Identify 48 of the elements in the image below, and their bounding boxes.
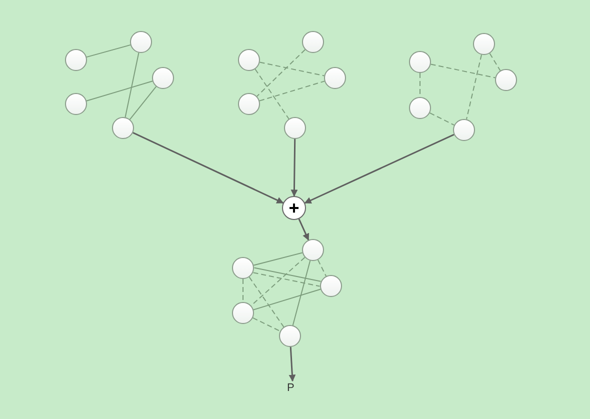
graph-node — [65, 93, 87, 115]
connector-line — [259, 80, 325, 102]
connector-line — [86, 44, 131, 58]
connector-line — [259, 62, 325, 76]
graph-node — [495, 69, 517, 91]
connector-line — [466, 54, 482, 120]
connector-line — [489, 52, 501, 72]
output-label: P — [285, 383, 296, 394]
graph-node — [232, 302, 254, 324]
connector-line — [86, 80, 153, 102]
graph-node — [409, 51, 431, 73]
arrow — [298, 218, 310, 241]
connector-line — [254, 68, 290, 120]
arrow — [288, 346, 296, 382]
connector-line — [252, 272, 320, 287]
graph-node — [279, 325, 301, 347]
graph-node — [238, 49, 260, 71]
graph-node — [232, 257, 254, 279]
connector-line — [129, 86, 157, 120]
connector-line — [254, 267, 322, 282]
graph-node — [284, 117, 306, 139]
graph-node — [302, 31, 324, 53]
graph-node — [473, 33, 495, 55]
graph-node — [112, 117, 134, 139]
arrow — [304, 134, 454, 204]
connector-line — [292, 260, 311, 326]
connector-line — [124, 52, 140, 118]
connector-line — [253, 252, 303, 266]
connector-line — [317, 259, 327, 277]
connector-line — [252, 317, 281, 332]
graph-node — [453, 119, 475, 141]
graph-node — [65, 49, 87, 71]
graph-node — [130, 31, 152, 53]
connector-line — [242, 278, 244, 302]
connector-line — [253, 288, 321, 310]
connector-line — [429, 112, 455, 126]
arrow — [132, 132, 284, 204]
arrow — [290, 138, 298, 197]
connector-line — [248, 276, 284, 328]
graph-node — [320, 275, 342, 297]
graph-node — [238, 93, 260, 115]
graph-node — [409, 97, 431, 119]
connector-line — [250, 256, 306, 306]
connector-line — [430, 64, 496, 78]
graph-node — [152, 67, 174, 89]
graph-node — [302, 239, 324, 261]
graph-node — [324, 67, 346, 89]
connector-line — [256, 49, 306, 97]
